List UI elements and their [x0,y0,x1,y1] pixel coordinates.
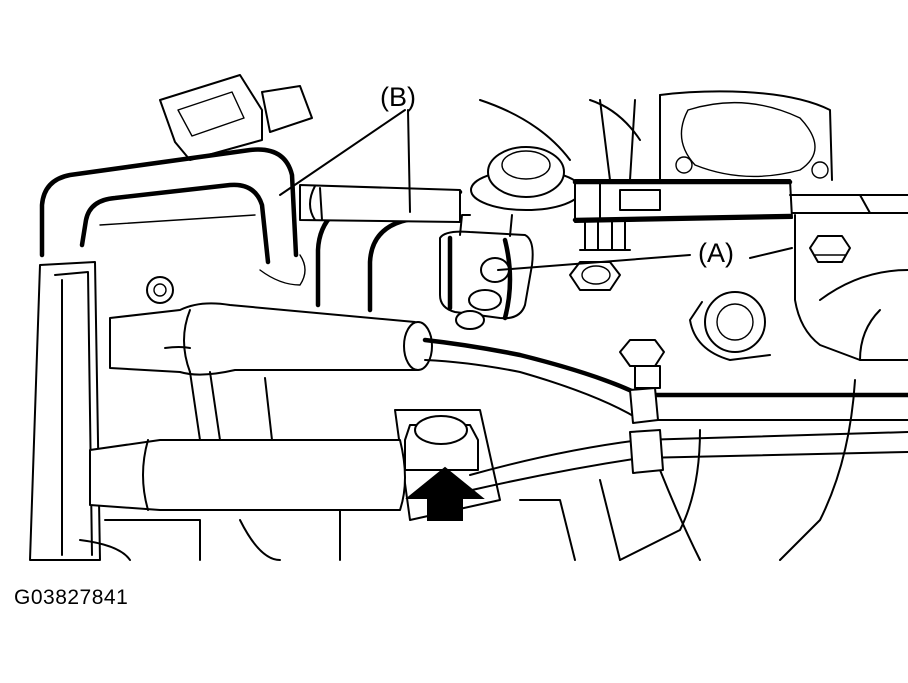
leader-lines [279,109,793,271]
egr-valve [470,146,908,251]
bolt-right-top [809,235,851,263]
hose-b [39,147,463,313]
tubes [89,302,908,511]
bolt-center [569,261,621,291]
bolt-marked [394,409,501,521]
callout-a: (A) [698,238,734,268]
engine-block-outline [29,74,908,561]
washer-ring [689,291,771,361]
solenoid-valve-a [439,214,534,330]
bolt-right-mid [619,339,665,389]
callout-b: (B) [380,82,416,112]
bolt-left [146,276,174,304]
upward-arrow-icon [405,466,485,521]
figure-id: G03827841 [14,586,129,609]
bolts [146,235,851,521]
